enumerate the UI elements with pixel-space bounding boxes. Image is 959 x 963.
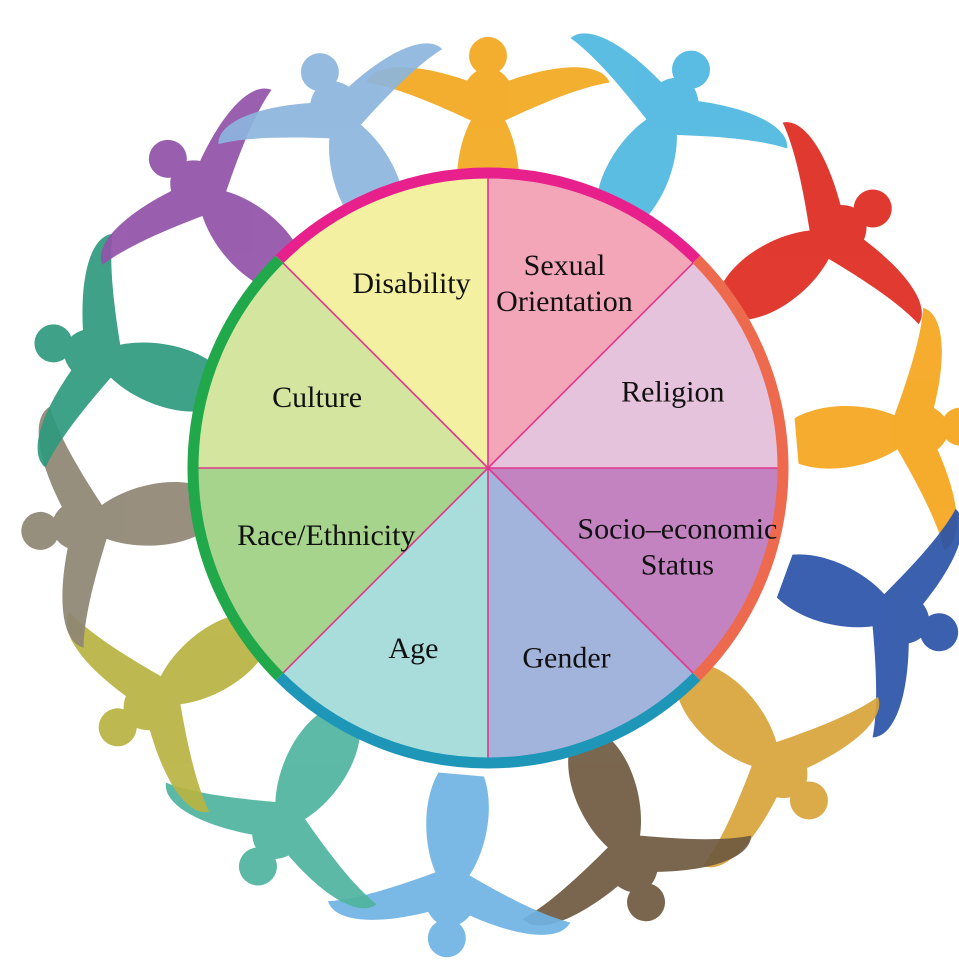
wheel-segment [488,177,694,468]
label-gender: Gender [522,641,610,674]
rim-arc [275,167,701,264]
rim-arc [692,255,789,681]
wheel-segment [282,468,488,758]
wheel-segment [488,468,778,674]
wheel-segments [197,177,778,758]
label-disability-line: Disability [352,267,470,300]
label-sexual-orientation-line: Sexual [524,249,606,282]
label-age-line: Age [388,632,438,665]
figure-light-blue-bottom [324,763,583,963]
label-race-ethnicity-line: Race/Ethnicity [237,519,415,552]
label-culture: Culture [272,381,362,414]
label-culture-line: Culture [272,381,362,414]
label-religion: Religion [621,376,724,409]
segment-divider [487,262,694,469]
wheel-segment [488,468,694,758]
rim-arc [187,255,284,681]
label-race-ethnicity: Race/Ethnicity [237,519,415,552]
wheel-segment [488,262,778,468]
wheel-segment [197,262,488,468]
segment-divider [487,467,694,674]
rim-arc [275,672,701,769]
label-sexual-orientation-line: Orientation [496,285,633,318]
wheel-segment [282,178,488,468]
label-age: Age [388,632,438,665]
label-socio-economic-status-line: Socio–economic [577,513,777,546]
label-gender-line: Gender [522,641,610,674]
label-socio-economic-status-line: Status [641,549,714,582]
wheel-segment [197,468,488,674]
figure-orange-right [785,303,959,563]
figure-taupe-left [4,387,220,654]
segment-divider [282,262,489,469]
wheel-rim [187,167,789,769]
wheel-dividers [198,178,778,758]
label-religion-line: Religion [621,376,724,409]
segment-divider [282,467,489,674]
label-disability: Disability [352,267,470,300]
